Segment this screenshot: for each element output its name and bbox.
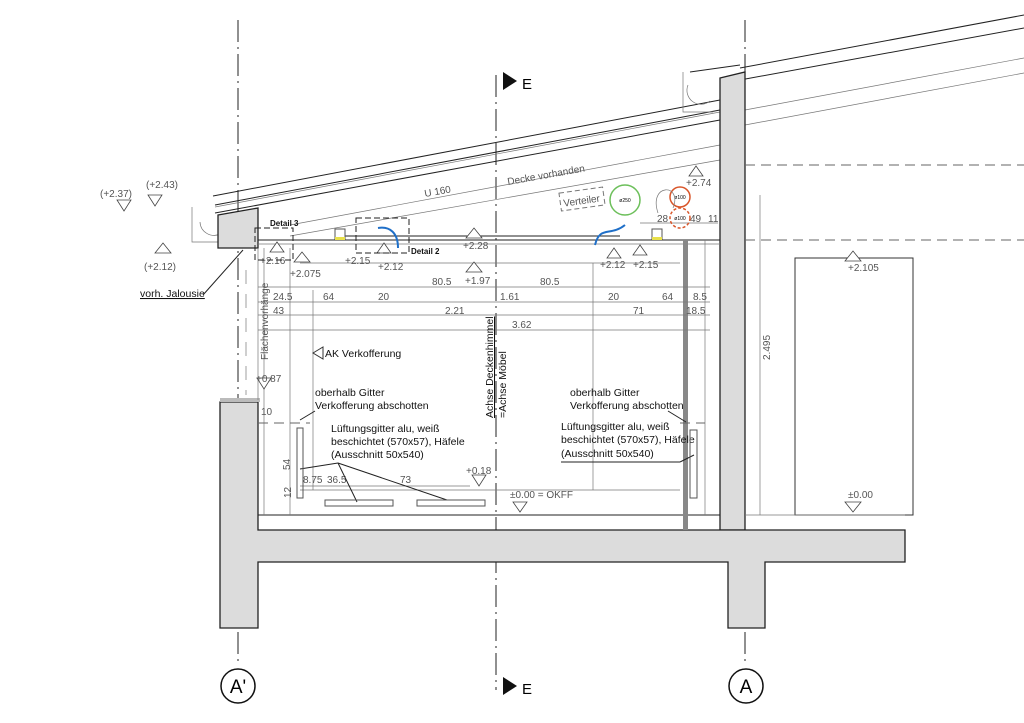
section-arrow-top-icon (503, 72, 517, 90)
level-text: +2.15 (633, 260, 659, 271)
distributor-label: Verteiler (563, 193, 602, 209)
pipe-red-icon (669, 186, 691, 208)
dim-text: 10 (261, 407, 273, 418)
level-text: +0.18 (466, 466, 492, 477)
level-text: ±0.00 (848, 490, 873, 501)
level-text: (+2.12) (144, 262, 176, 273)
svg-text:Lüftungsgitter alu, weiß: Lüftungsgitter alu, weiß (331, 423, 440, 435)
axis-bubble-a-prime (220, 668, 256, 704)
duct-green-icon (609, 184, 641, 216)
note-right: oberhalb Gitter Verkofferung abschotten … (561, 387, 695, 460)
dim-text: 18.5 (686, 306, 706, 317)
dim-text: 12 (283, 486, 294, 498)
lintel-beam (217, 207, 259, 249)
axis-note-furniture: =Achse Möbel (497, 351, 509, 418)
section-arrow-bottom-icon (503, 677, 517, 695)
window-sill (220, 398, 260, 402)
air-flow-arrow-icon (377, 226, 399, 249)
level-text: +2.16 (260, 256, 286, 267)
svg-text:beschichtet (570x57), Häfele: beschichtet (570x57), Häfele (331, 436, 465, 448)
level-markers (116, 165, 862, 513)
dim-text: 24.5 (273, 292, 293, 303)
dim-text: 8.5 (693, 292, 707, 303)
detail-2-box (355, 217, 410, 254)
level-text: +2.12 (378, 262, 404, 273)
dim-text: 1.61 (500, 292, 520, 303)
dim-text: 54 (282, 458, 293, 470)
note-left: oberhalb Gitter Verkofferung abschotten … (315, 387, 465, 461)
dim-text: 49 (690, 214, 702, 225)
svg-text:oberhalb Gitter: oberhalb Gitter (570, 387, 640, 399)
dim-text: 43 (273, 306, 285, 317)
level-text: ±0.00 = OKFF (510, 490, 573, 501)
dim-text: 3.62 (512, 320, 532, 331)
gutter-right (682, 72, 713, 113)
dim-text: 20 (608, 292, 620, 303)
detail-2-label[interactable]: Detail 2 (411, 247, 440, 256)
svg-text:Verkofferung abschotten: Verkofferung abschotten (315, 400, 429, 412)
svg-text:(Ausschnitt 50x540): (Ausschnitt 50x540) (331, 449, 424, 461)
pipe-red-icon (669, 207, 691, 229)
svg-text:(Ausschnitt 50x540): (Ausschnitt 50x540) (561, 448, 654, 460)
level-text: +2.075 (290, 269, 321, 280)
level-text: (+2.43) (146, 180, 178, 191)
ceiling-existing-label: Decke vorhanden (507, 164, 586, 188)
svg-text:Lüftungsgitter alu, weiß: Lüftungsgitter alu, weiß (561, 421, 670, 433)
level-text: +2.12 (600, 260, 626, 271)
dim-text: 20 (378, 292, 390, 303)
svg-text:Verkofferung abschotten: Verkofferung abschotten (570, 400, 684, 412)
right-wall (719, 71, 746, 531)
air-flow-arrow-icon (594, 224, 626, 246)
axis-label-a-prime: A' (230, 677, 246, 698)
detail-3-label[interactable]: Detail 3 (270, 219, 299, 228)
roof (212, 14, 1024, 237)
axis-bubble-a (728, 668, 764, 704)
dim-text: 64 (662, 292, 674, 303)
level-text: +0.87 (256, 374, 282, 385)
pipe-label: ø100 (674, 195, 686, 201)
pipe-label: ø100 (674, 216, 686, 222)
level-text: (+2.37) (100, 189, 132, 200)
level-text: +2.15 (345, 256, 371, 267)
curtain-label: Flächenvorhänge (260, 282, 271, 360)
gutter-left (191, 207, 221, 243)
dim-text: 64 (323, 292, 335, 303)
level-text: +1.97 (465, 276, 491, 287)
dim-text: 36.5 (327, 475, 347, 486)
dim-text: 2.495 (762, 335, 773, 360)
level-text: +2.74 (686, 178, 712, 189)
axis-label-a: A (740, 677, 753, 698)
section-label-bottom: E (522, 681, 532, 698)
level-text: +2.105 (848, 263, 879, 274)
dim-text: 8.75 (303, 475, 323, 486)
blind-label: vorh. Jalousie (140, 288, 205, 300)
adjacent-door (794, 257, 914, 516)
dim-text: 73 (400, 475, 412, 486)
dim-text: 2.21 (445, 306, 465, 317)
casing-label: AK Verkofferung (325, 348, 401, 360)
dim-text: 28 (657, 214, 669, 225)
dim-text: 71 (633, 306, 645, 317)
beam-label: U 160 (424, 184, 453, 200)
section-label-top: E (522, 76, 532, 93)
level-text: +2.28 (463, 241, 489, 252)
floor-slab (219, 401, 906, 629)
svg-text:beschichtet (570x57), Häfele: beschichtet (570x57), Häfele (561, 434, 695, 446)
svg-text:oberhalb Gitter: oberhalb Gitter (315, 387, 385, 399)
detail-3-box (254, 227, 294, 261)
dim-text: 80.5 (540, 277, 560, 288)
dimension-lines (258, 222, 718, 487)
dim-text: 11 (708, 214, 719, 225)
axis-note-ceiling: Achse Deckenhimmel (484, 316, 496, 418)
dim-text: 80.5 (432, 277, 452, 288)
pipe-label: ø250 (619, 198, 631, 204)
